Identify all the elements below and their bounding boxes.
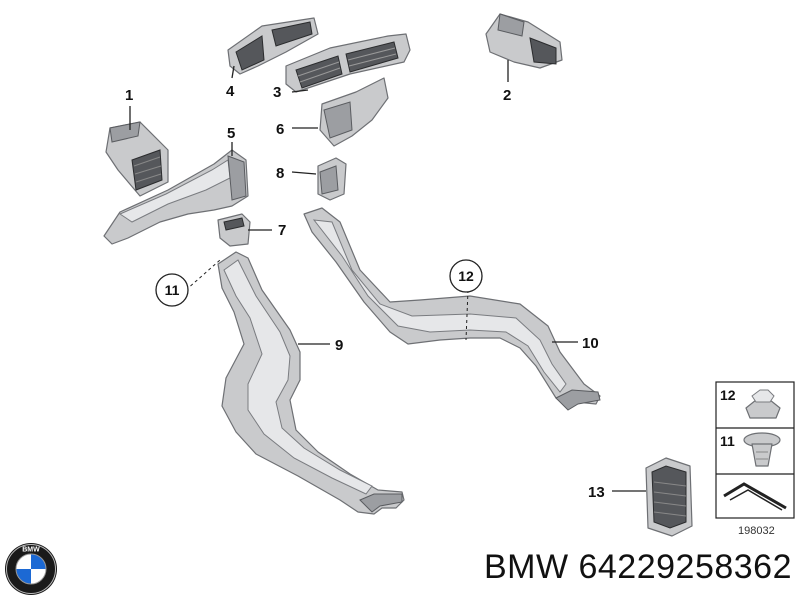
part-7-adapter xyxy=(217,213,251,247)
leader-lines xyxy=(129,60,578,345)
part-4-bezel xyxy=(227,17,319,75)
legend-label-11: 11 xyxy=(720,433,735,449)
part-2-side-vent xyxy=(485,13,563,69)
legend-label-12: 12 xyxy=(720,387,736,403)
part-1-side-vent xyxy=(105,121,169,197)
callout-11: 11 xyxy=(165,282,180,298)
diagram-reference-number: 198032 xyxy=(738,525,775,537)
callout-11-circle: 11 xyxy=(155,273,189,307)
clip-icon xyxy=(743,432,781,467)
callout-5: 5 xyxy=(227,125,235,142)
callout-10: 10 xyxy=(582,335,599,352)
nut-icon xyxy=(745,389,781,419)
part-3-center-vent xyxy=(285,33,411,93)
callout-12: 12 xyxy=(458,268,474,284)
part-number-caption: BMW 64229258362 xyxy=(483,548,792,586)
callout-9: 9 xyxy=(335,337,343,354)
svg-text:BMW: BMW xyxy=(22,547,40,554)
fastener-legend: 12 11 198032 xyxy=(715,381,795,537)
part-5-upper-duct xyxy=(103,149,249,245)
part-13-grille xyxy=(645,457,693,537)
bmw-logo: BMW xyxy=(5,543,57,595)
callout-13: 13 xyxy=(588,484,605,501)
seal-strip-icon xyxy=(723,482,787,511)
callout-6: 6 xyxy=(276,121,284,138)
footer: BMW BMW 64229258362 xyxy=(0,540,800,600)
callout-3: 3 xyxy=(273,84,281,101)
callout-1: 1 xyxy=(125,87,133,104)
callout-7: 7 xyxy=(278,222,286,239)
part-10-floor-duct xyxy=(303,207,601,411)
callout-4: 4 xyxy=(226,83,235,100)
part-6-connector xyxy=(319,77,389,147)
parts-diagram: 1 2 3 4 5 6 7 8 9 10 13 11 12 12 11 xyxy=(103,13,795,537)
callout-2: 2 xyxy=(503,87,511,104)
callout-8: 8 xyxy=(276,165,284,182)
part-9-floor-duct xyxy=(217,251,405,515)
part-8-adapter xyxy=(317,157,347,201)
callout-12-circle: 12 xyxy=(449,259,483,293)
